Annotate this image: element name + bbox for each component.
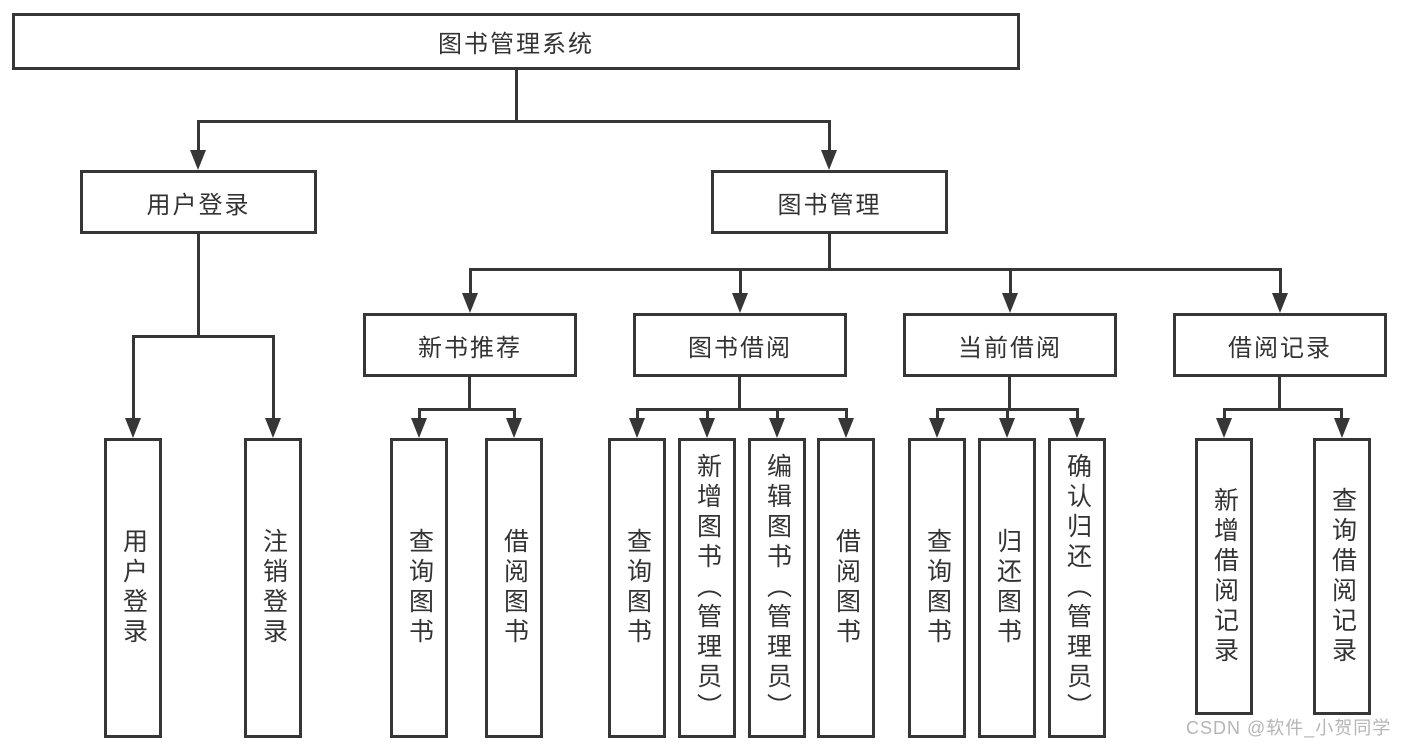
arrow-down-icon bbox=[838, 418, 854, 438]
connector-line bbox=[706, 408, 709, 422]
arrow-down-icon bbox=[265, 418, 281, 438]
leaf-label: 确认归还（管理员） bbox=[1063, 453, 1092, 723]
connector-line bbox=[513, 408, 516, 422]
connector-line bbox=[636, 408, 639, 422]
leaf-label: 新增借阅记录 bbox=[1210, 486, 1239, 667]
connector-line bbox=[515, 70, 518, 120]
connector-line bbox=[636, 408, 846, 411]
arrow-down-icon bbox=[1334, 418, 1350, 438]
arrow-down-icon bbox=[462, 293, 478, 313]
arrow-down-icon bbox=[769, 418, 785, 438]
connector-line bbox=[468, 377, 471, 408]
leaf-label: 注销登录 bbox=[259, 528, 288, 648]
leaf-label: 查询图书 bbox=[923, 528, 952, 648]
leaf-query-books-current: 查询图书 bbox=[908, 438, 966, 738]
connector-line bbox=[197, 234, 200, 335]
leaf-add-books-admin: 新增图书（管理员） bbox=[678, 438, 736, 738]
connector-line bbox=[1279, 268, 1282, 297]
leaf-edit-books-admin: 编辑图书（管理员） bbox=[748, 438, 806, 738]
connector-line bbox=[1076, 408, 1079, 422]
connector-line bbox=[469, 268, 1281, 271]
node-book-borrowing: 图书借阅 bbox=[633, 313, 847, 377]
leaf-borrow-books-recommend: 借阅图书 bbox=[485, 438, 543, 738]
connector-line bbox=[197, 120, 200, 154]
leaf-label: 查询图书 bbox=[623, 528, 652, 648]
connector-line bbox=[418, 408, 515, 411]
connector-line bbox=[739, 268, 742, 297]
arrow-down-icon bbox=[1216, 418, 1232, 438]
connector-line bbox=[1006, 408, 1009, 422]
leaf-label: 用户登录 bbox=[119, 528, 148, 648]
connector-line bbox=[845, 408, 848, 422]
connector-line bbox=[828, 234, 831, 268]
node-borrowing-records: 借阅记录 bbox=[1173, 313, 1387, 377]
arrow-down-icon bbox=[190, 150, 206, 170]
arrow-down-icon bbox=[1272, 293, 1288, 313]
leaf-user-login: 用户登录 bbox=[104, 438, 162, 738]
leaf-query-books-borrowing: 查询图书 bbox=[608, 438, 666, 738]
connector-line bbox=[1340, 408, 1343, 422]
node-current-borrowing: 当前借阅 bbox=[903, 313, 1117, 377]
leaf-label: 编辑图书（管理员） bbox=[763, 453, 792, 723]
connector-line bbox=[132, 335, 135, 420]
leaf-label: 借阅图书 bbox=[832, 528, 861, 648]
connector-line bbox=[1223, 408, 1342, 411]
connector-line bbox=[1223, 408, 1226, 422]
arrow-down-icon bbox=[821, 150, 837, 170]
leaf-borrow-books: 借阅图书 bbox=[817, 438, 875, 738]
arrow-down-icon bbox=[125, 418, 141, 438]
connector-line bbox=[272, 335, 275, 420]
connector-line bbox=[828, 120, 831, 154]
arrow-down-icon bbox=[1002, 293, 1018, 313]
connector-line bbox=[132, 335, 274, 338]
leaf-label: 新增图书（管理员） bbox=[693, 453, 722, 723]
connector-line bbox=[936, 408, 939, 422]
arrow-down-icon bbox=[629, 418, 645, 438]
leaf-label: 查询图书 bbox=[405, 528, 434, 648]
node-book-management: 图书管理 bbox=[711, 170, 948, 234]
node-new-book-recommendation: 新书推荐 bbox=[363, 313, 577, 377]
arrow-down-icon bbox=[999, 418, 1015, 438]
leaf-return-books: 归还图书 bbox=[978, 438, 1036, 738]
connector-line bbox=[197, 120, 830, 123]
arrow-down-icon bbox=[1069, 418, 1085, 438]
arrow-down-icon bbox=[411, 418, 427, 438]
leaf-label: 借阅图书 bbox=[500, 528, 529, 648]
arrow-down-icon bbox=[929, 418, 945, 438]
connector-line bbox=[1278, 377, 1281, 408]
watermark: CSDN @软件_小贺同学 bbox=[1186, 718, 1392, 738]
leaf-add-borrow-record: 新增借阅记录 bbox=[1195, 438, 1253, 715]
leaf-label: 查询借阅记录 bbox=[1328, 486, 1357, 667]
connector-line bbox=[776, 408, 779, 422]
connector-line bbox=[418, 408, 421, 422]
connector-line bbox=[1009, 268, 1012, 297]
arrow-down-icon bbox=[699, 418, 715, 438]
leaf-query-borrow-record: 查询借阅记录 bbox=[1313, 438, 1371, 715]
leaf-label: 归还图书 bbox=[993, 528, 1022, 648]
connector-line bbox=[469, 268, 472, 297]
leaf-confirm-return-admin: 确认归还（管理员） bbox=[1048, 438, 1106, 738]
connector-line bbox=[1008, 377, 1011, 408]
arrow-down-icon bbox=[506, 418, 522, 438]
leaf-query-books-recommend: 查询图书 bbox=[390, 438, 448, 738]
node-user-login: 用户登录 bbox=[80, 170, 317, 234]
leaf-logout: 注销登录 bbox=[244, 438, 302, 738]
connector-line bbox=[738, 377, 741, 408]
node-library-management-system: 图书管理系统 bbox=[12, 13, 1020, 70]
arrow-down-icon bbox=[732, 293, 748, 313]
